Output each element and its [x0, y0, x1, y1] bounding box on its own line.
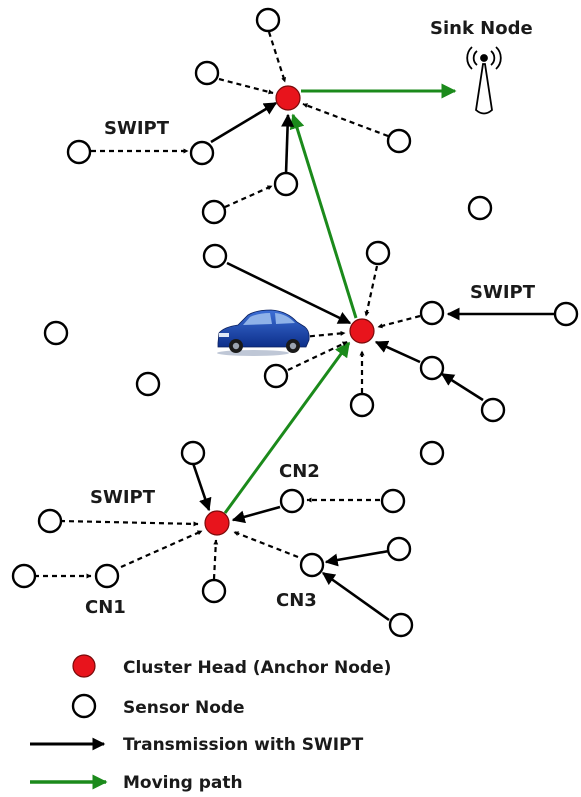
- sensor-node: [194, 60, 220, 86]
- sensor-node: [467, 195, 493, 221]
- sensor-node: [263, 363, 289, 389]
- dashed-arrow: [224, 184, 273, 209]
- sensor-node: [201, 199, 227, 225]
- cluster-head-1: [275, 85, 301, 111]
- sensor-node: [94, 563, 120, 589]
- sensor-node: [386, 536, 412, 562]
- dashed-arrow: [302, 102, 389, 138]
- legend-cluster-head-swatch: [72, 654, 96, 678]
- dashed-arrow: [120, 529, 203, 569]
- cn2-label: CN2: [279, 461, 320, 482]
- sensor-node: [386, 128, 412, 154]
- sensor-node: [273, 171, 299, 197]
- sensor-node: [180, 440, 206, 466]
- legend-moving-path-label: Moving path: [123, 773, 243, 793]
- sensor-node: [419, 440, 445, 466]
- sensor-node: [553, 301, 579, 327]
- dashed-arrow: [377, 314, 421, 329]
- sensor-node: [189, 140, 215, 166]
- dashed-arrow: [212, 539, 219, 580]
- sensor-node: [279, 488, 305, 514]
- legend-transmission-label: Transmission with SWIPT: [123, 735, 364, 755]
- cn3-label: CN3: [276, 590, 317, 611]
- sensor-node: [202, 243, 228, 269]
- transmission-arrows: [191, 101, 556, 622]
- sensor-node: [201, 578, 227, 604]
- car-icon: [217, 309, 310, 356]
- sensor-node: [255, 7, 281, 33]
- sensor-node: [66, 139, 92, 165]
- swipt-label-top: SWIPT: [104, 118, 170, 139]
- sensor-node: [349, 392, 375, 418]
- solid-arrow: [440, 372, 484, 402]
- dashed-arrow: [267, 31, 287, 83]
- sensor-node: [419, 300, 445, 326]
- swipt-label-right: SWIPT: [470, 282, 536, 303]
- solid-arrow: [374, 340, 421, 364]
- swipt-label-bottom: SWIPT: [90, 487, 156, 508]
- sensor-nodes: [11, 7, 579, 638]
- solid-arrow: [191, 462, 212, 512]
- cluster-heads: [204, 85, 375, 536]
- sensor-node: [11, 563, 37, 589]
- sensor-node: [380, 488, 406, 514]
- moving-path: [223, 83, 457, 514]
- cn1-label: CN1: [85, 597, 126, 618]
- cluster-head-3: [204, 510, 230, 536]
- path-ch3-to-ch2: [223, 341, 351, 514]
- legend: Cluster Head (Anchor Node) Sensor Node T…: [30, 654, 391, 793]
- sensor-node: [480, 397, 506, 423]
- solid-arrow: [281, 113, 295, 175]
- sensor-node: [43, 320, 69, 346]
- sensor-node: [419, 355, 445, 381]
- legend-sensor-node-swatch: [71, 693, 97, 719]
- sensor-node: [135, 371, 161, 397]
- solid-arrow: [226, 261, 352, 325]
- solid-arrow: [210, 101, 278, 144]
- dashed-arrow: [218, 77, 274, 95]
- dashed-arrow: [287, 341, 348, 371]
- dashed-arrow: [233, 530, 299, 559]
- dashed-arrow: [364, 265, 379, 317]
- legend-sensor-node-label: Sensor Node: [123, 698, 245, 718]
- legend-cluster-head-label: Cluster Head (Anchor Node): [123, 658, 391, 678]
- sensor-node: [299, 552, 325, 578]
- sensor-node: [365, 240, 391, 266]
- dashed-arrow: [59, 519, 199, 527]
- solid-arrow: [324, 549, 390, 567]
- cluster-head-2: [349, 318, 375, 344]
- sink-node-label: Sink Node: [430, 18, 533, 39]
- solid-arrow: [321, 571, 390, 622]
- dashed-arrows: [34, 31, 421, 580]
- sensor-node: [37, 508, 63, 534]
- sensor-node: [388, 612, 414, 638]
- path-ch2-to-ch1: [289, 113, 358, 319]
- antenna-tower-icon: [466, 46, 502, 115]
- solid-arrow: [231, 505, 281, 524]
